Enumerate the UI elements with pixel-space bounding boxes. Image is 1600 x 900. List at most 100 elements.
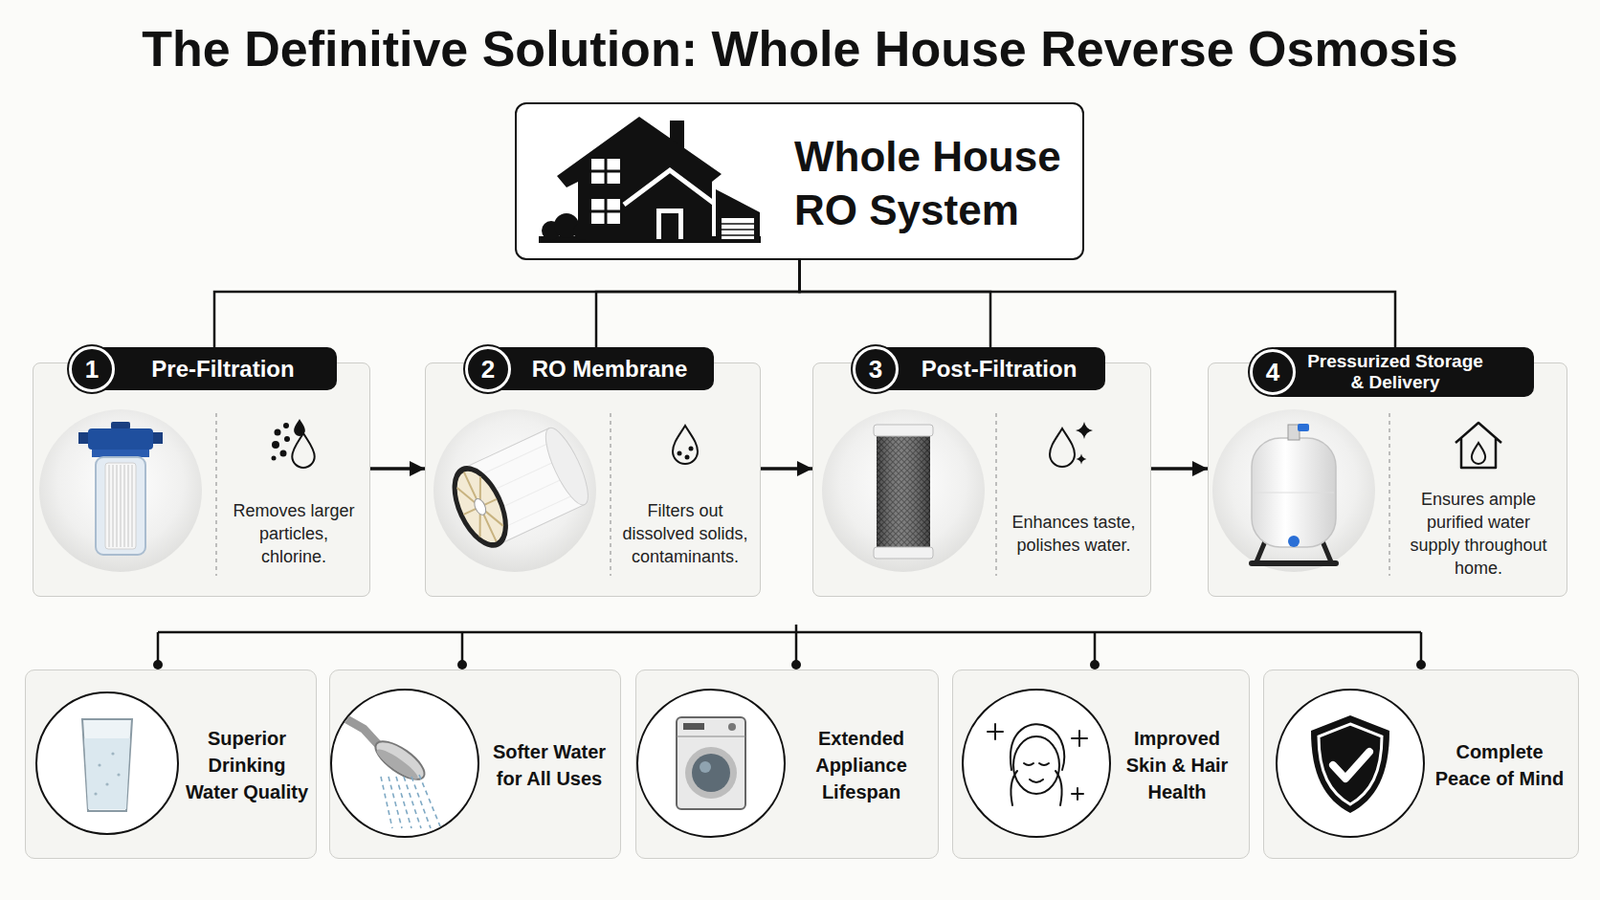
stage-heading: Post-Filtration (921, 355, 1078, 383)
filter-housing-image (39, 409, 202, 573)
benefit-circle (36, 689, 1424, 838)
body-holder: Filters out dissolved solids, contaminan… (613, 499, 757, 569)
benefit-circle (36, 692, 178, 835)
card-divider (216, 413, 1390, 577)
ro-membrane-image (441, 421, 598, 556)
drop-icon (672, 425, 698, 465)
heading-pill: Pre-Filtration (91, 347, 337, 391)
number-holder: 4 (1249, 349, 1296, 396)
filter-housing-image (111, 422, 131, 430)
storage-tank-image (1212, 409, 1376, 573)
storage-tank-image (1253, 492, 1334, 494)
face-icon (1023, 763, 1049, 766)
filter-housing-image (109, 465, 133, 548)
body-holder: Removes larger particles, chlorine. (226, 499, 361, 569)
text-holder: Extended Appliance Lifespan (789, 725, 934, 806)
stage-card: Pressurized Storage & DeliveryEnsures am… (1207, 347, 1568, 598)
tree-connector (800, 260, 1397, 348)
particles-icon (284, 436, 290, 443)
benefit-bracket (153, 660, 163, 670)
card-fill (24, 669, 317, 860)
card-divider (216, 413, 1390, 577)
flow-arrow (1151, 466, 1208, 471)
ro-membrane-image (433, 409, 598, 573)
house-icon (538, 116, 761, 244)
particles-icon (271, 456, 277, 462)
benefit-circle (1276, 689, 1424, 838)
face-icon (1010, 724, 1065, 771)
benefit-text: Extended Appliance Lifespan (789, 725, 934, 806)
sparkle-drop-icon (1049, 428, 1075, 467)
benefit-text: Improved Skin & Hair Health (1114, 725, 1240, 806)
washer-icon (685, 747, 737, 800)
card-fill (812, 362, 1152, 598)
storage-tank-image (1288, 535, 1300, 548)
home-drop-icon (1471, 443, 1486, 465)
flow-arrow (760, 466, 813, 471)
benefit-card: Extended Appliance Lifespan (635, 669, 939, 860)
callout-number: 2 (465, 346, 512, 393)
filter-housing-image (105, 463, 136, 550)
card-fill (952, 669, 1250, 860)
card-fill (329, 669, 622, 860)
number-holder: 1 (68, 346, 115, 393)
shield-icon (1318, 724, 1382, 805)
house-icon (721, 218, 755, 240)
face-icon (987, 724, 1088, 800)
benefit-bracket (157, 624, 1422, 663)
particles-icon (274, 429, 282, 437)
stage-body: Filters out dissolved solids, contaminan… (613, 499, 757, 569)
home-drop-icon (1471, 443, 1486, 465)
benefit-circle (962, 689, 1111, 838)
particles-icon (291, 433, 314, 468)
washer-icon (676, 736, 746, 738)
drop-icon (677, 451, 683, 457)
glass-icon (82, 719, 133, 812)
stage-body: Ensures ample purified water supply thro… (1404, 488, 1554, 580)
sparkle-drop-icon (1049, 428, 1075, 467)
stage-card: Post-FiltrationEnhances taste, polishes … (812, 347, 1152, 598)
benefit-bracket (153, 624, 1426, 670)
face-icon (987, 724, 1088, 806)
benefit-text: Complete Peace of Mind (1428, 738, 1571, 793)
house-icon (591, 199, 621, 224)
ro-membrane-image (471, 497, 489, 518)
benefit-text: Softer Water for All Uses (483, 738, 616, 793)
house-icon (721, 223, 755, 236)
card-fill (1263, 669, 1579, 860)
glass-icon (105, 782, 109, 786)
house-icon (556, 116, 722, 240)
heading-pill: Post-Filtration (875, 347, 1106, 391)
sparkle-drop-icon (1075, 422, 1093, 440)
particles-icon (293, 419, 306, 437)
glass-icon (116, 773, 120, 777)
storage-tank-image (1251, 438, 1336, 548)
title-holder: The Definitive Solution: Whole House Rev… (0, 19, 1600, 79)
sparkle-drop-icon (1075, 422, 1093, 440)
stage-body: Enhances taste, polishes water. (1006, 511, 1141, 557)
tree-connector (596, 260, 800, 348)
house-icon (661, 213, 679, 240)
benefit-circle (331, 689, 479, 838)
ro-membrane-image (433, 409, 597, 573)
text-holder: Whole House RO System (794, 130, 1077, 238)
washer-icon (728, 723, 736, 732)
ro-membrane-image (537, 422, 597, 511)
text-holder: Improved Skin & Hair Health (1114, 725, 1240, 806)
benefit-card: Complete Peace of Mind (1263, 669, 1579, 860)
flow-arrow (370, 466, 425, 471)
text-holder: Superior Drinking Water Quality (180, 725, 313, 806)
callout-number: 4 (1249, 349, 1296, 396)
drop-icon (685, 455, 690, 461)
ro-membrane-image (441, 457, 520, 557)
house-icon (656, 208, 684, 240)
washer-icon (676, 717, 746, 810)
house-icon (591, 199, 621, 224)
particles-icon (283, 422, 289, 429)
particles-icon (291, 433, 314, 468)
shield-icon (1333, 752, 1370, 779)
card-fill (635, 669, 939, 860)
body-holder: Ensures ample purified water supply thro… (1404, 488, 1554, 580)
benefit-bracket (791, 660, 801, 670)
